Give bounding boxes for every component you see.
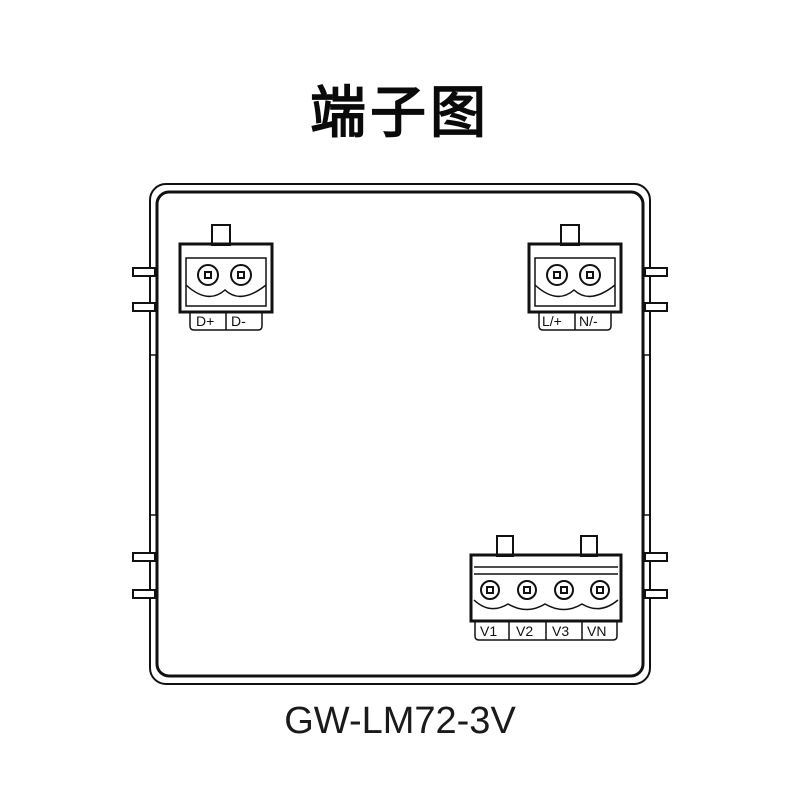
- terminal-label-v2: V2: [516, 623, 533, 639]
- clip-right-4: [644, 589, 668, 599]
- clip-right-2: [644, 302, 668, 312]
- clip-right-3: [644, 552, 668, 562]
- clip-left-1: [132, 267, 156, 277]
- clip-right-1: [644, 267, 668, 277]
- rail-right: [643, 354, 651, 516]
- page-title: 端子图: [310, 81, 490, 146]
- clip-left-4: [132, 589, 156, 599]
- terminal-label-d-plus: D+: [196, 313, 214, 329]
- rail-left: [149, 354, 157, 516]
- terminal-block-power: [527, 224, 623, 331]
- model-number: GW-LM72-3V: [284, 700, 516, 742]
- terminal-label-v3: V3: [552, 623, 569, 639]
- terminal-block-voltage: [469, 535, 623, 641]
- clip-left-2: [132, 302, 156, 312]
- terminal-label-n-minus: N/-: [579, 313, 598, 329]
- clip-left-3: [132, 552, 156, 562]
- terminal-label-v1: V1: [480, 623, 497, 639]
- housing-outer: [149, 183, 651, 685]
- terminal-block-comm: [178, 224, 274, 331]
- terminal-label-l-plus: L/+: [542, 313, 562, 329]
- terminal-label-d-minus: D-: [231, 313, 246, 329]
- terminal-label-vn: VN: [587, 623, 606, 639]
- housing-inner: [155, 190, 645, 678]
